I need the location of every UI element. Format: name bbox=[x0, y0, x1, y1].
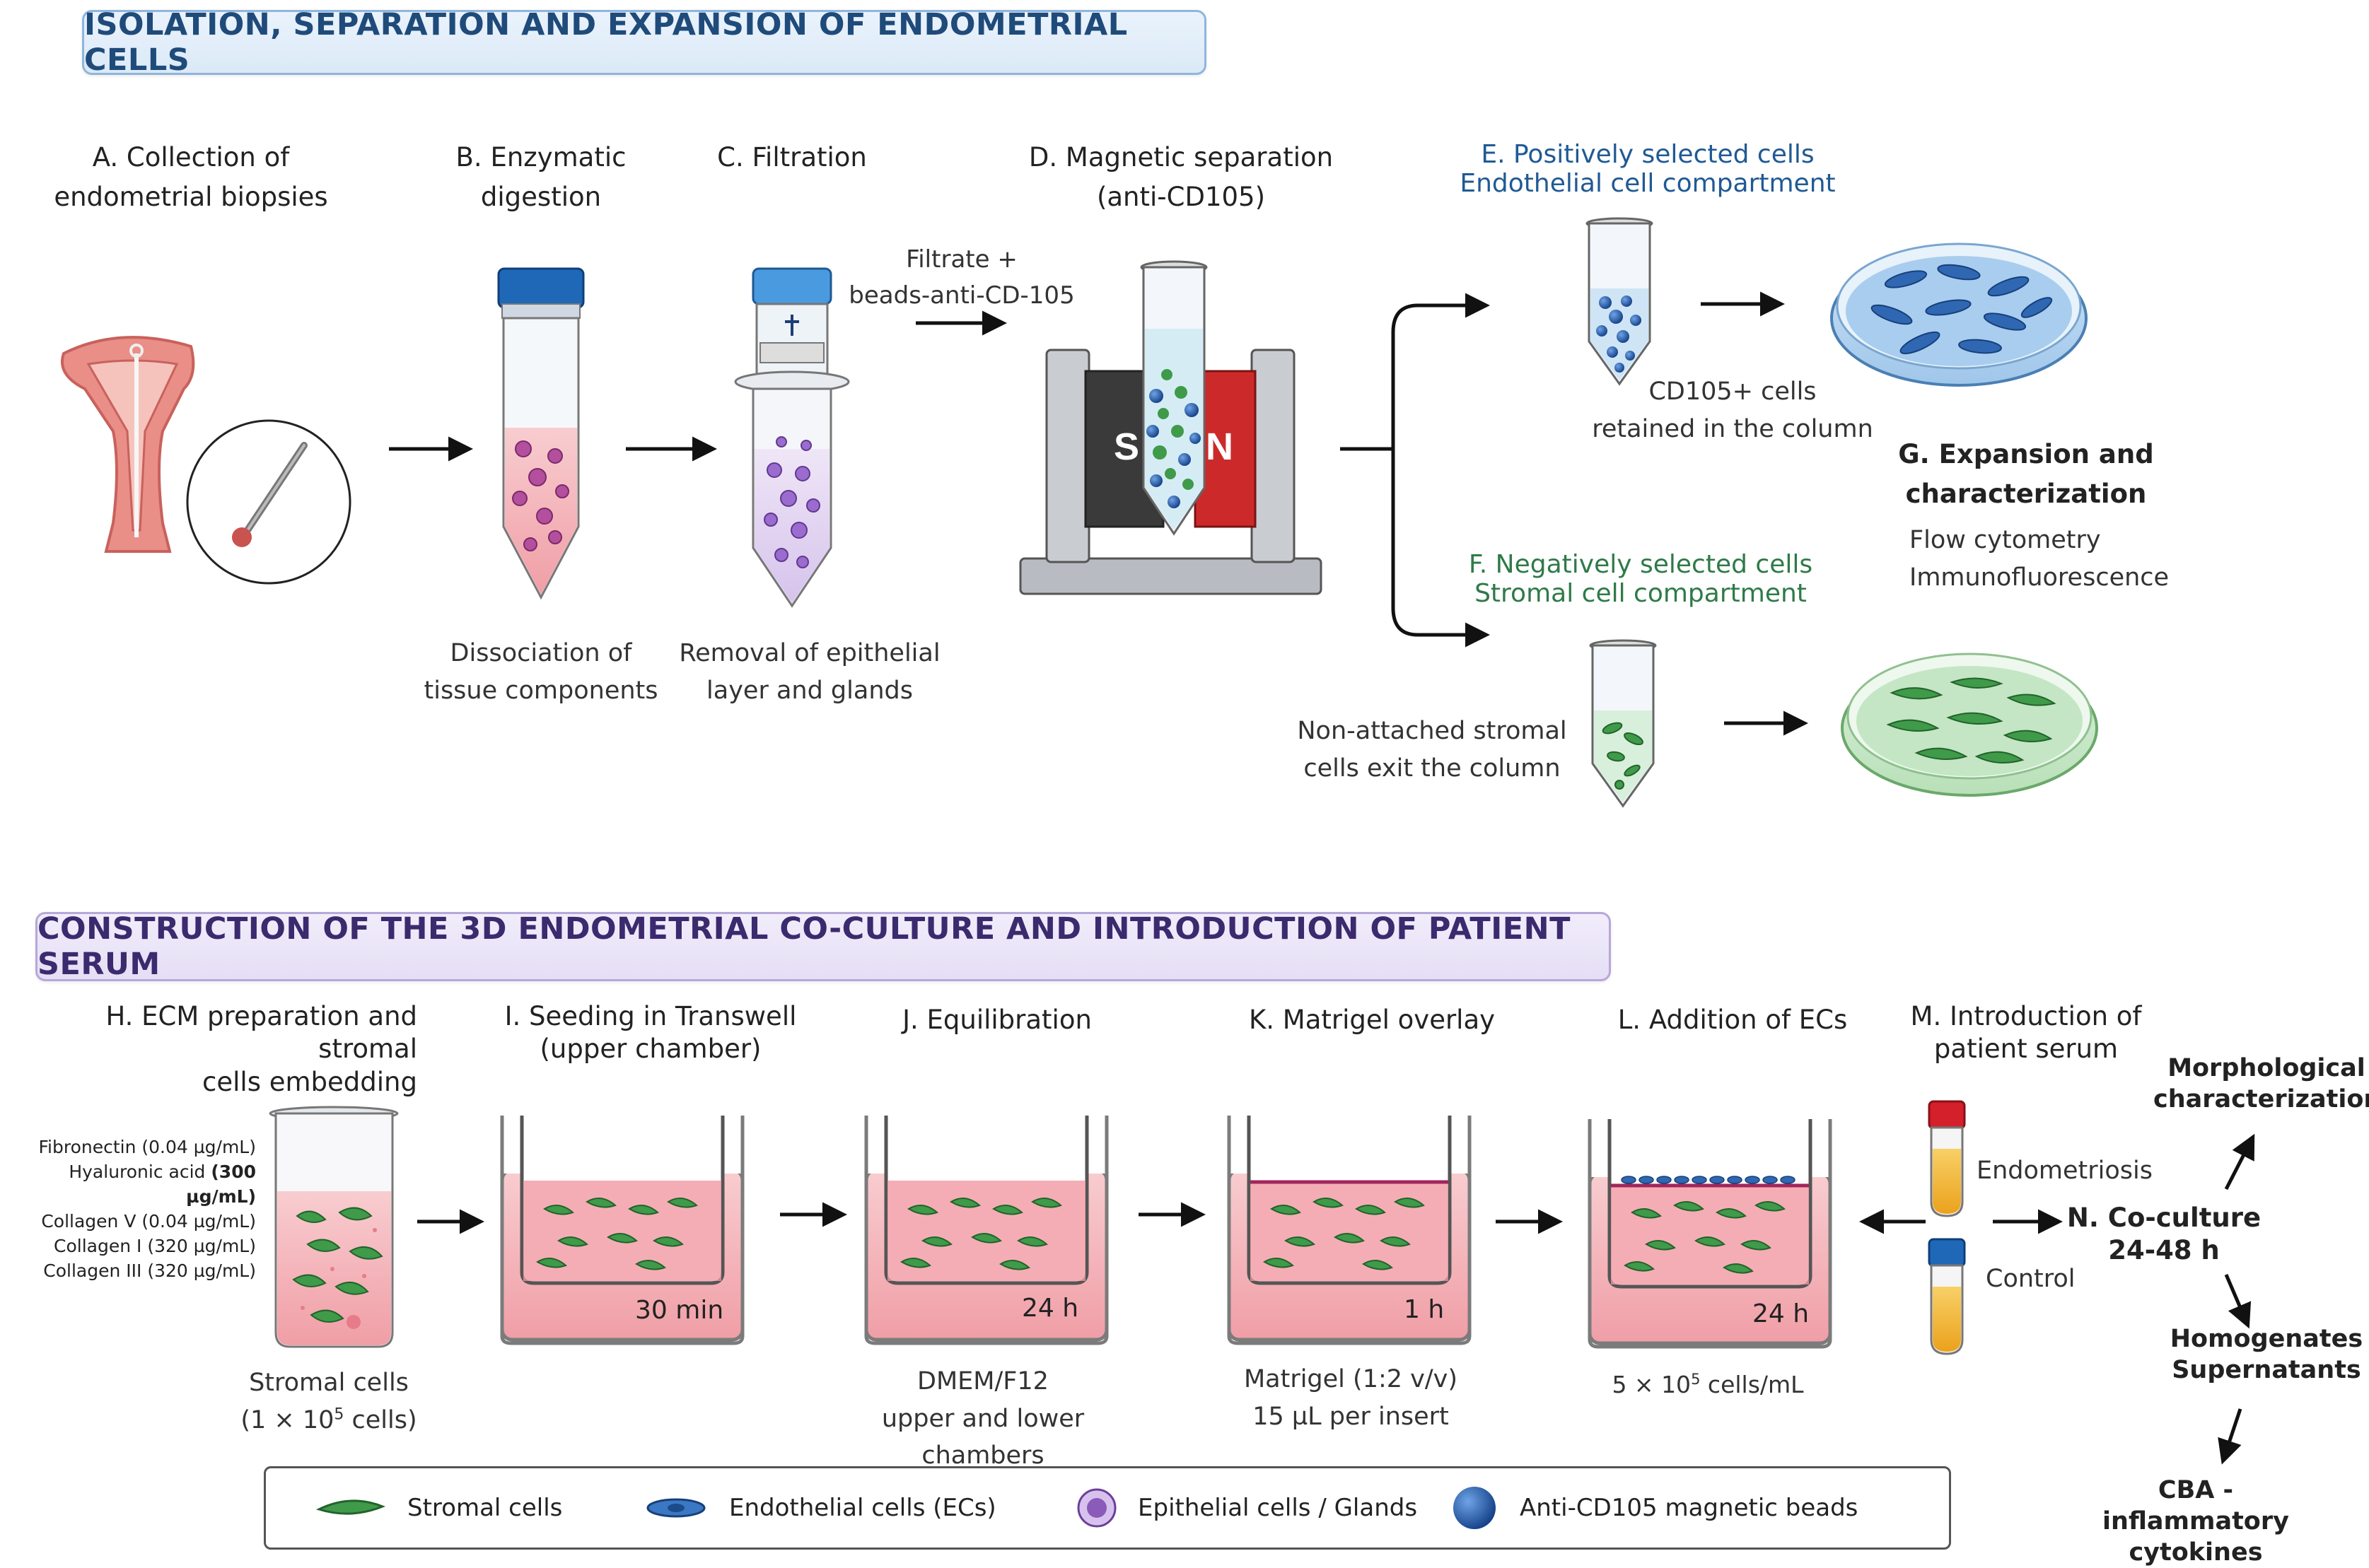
arrow-j-to-k bbox=[1139, 1202, 1206, 1227]
step-k-note: Matrigel (1:2 v/v) 15 µL per insert bbox=[1243, 1365, 1458, 1431]
endometriosis-label: Endometriosis bbox=[1977, 1157, 2153, 1185]
step-e-title: E. Positively selected cells Endothelial… bbox=[1460, 140, 1836, 199]
ecm-components-list: Fibronectin (0.04 µg/mL) Hyaluronic acid… bbox=[0, 1135, 256, 1283]
step-c-title: C. Filtration bbox=[717, 142, 867, 172]
arrow-homog-to-cba bbox=[2218, 1408, 2242, 1465]
arrow-e-to-dish bbox=[1701, 291, 1785, 317]
digestion-tube bbox=[497, 267, 585, 600]
coculture-section-banner: CONSTRUCTION OF THE 3D ENDOMETRIAL CO-CU… bbox=[35, 911, 1611, 982]
step-c-note: Removal of epithelial layer and glands bbox=[679, 639, 941, 705]
coculture-section-title: CONSTRUCTION OF THE 3D ENDOMETRIAL CO-CU… bbox=[37, 911, 1571, 982]
ecm-item-collagen-iii: Collagen III (320 µg/mL) bbox=[43, 1260, 256, 1281]
step-k-time: 1 h bbox=[1404, 1295, 1445, 1324]
ecm-item-fibronectin: Fibronectin (0.04 µg/mL) bbox=[38, 1137, 256, 1157]
step-i-title: I. Seeding in Transwell (upper chamber) bbox=[504, 1001, 797, 1065]
arrow-k-to-l bbox=[1496, 1209, 1563, 1234]
step-j-note: DMEM/F12 upper and lower chambers bbox=[881, 1367, 1085, 1470]
magnet-s-label: S bbox=[1114, 426, 1139, 468]
magnetic-separator: S N bbox=[1019, 260, 1322, 595]
step-l-title: L. Addition of ECs bbox=[1617, 1005, 1848, 1035]
control-label: Control bbox=[1986, 1265, 2076, 1293]
step-h-title: H. ECM preparation and stromal cells emb… bbox=[105, 1001, 417, 1097]
step-a-title: A. Collection of endometrial biopsies bbox=[54, 142, 328, 212]
arrow-f-to-dish bbox=[1724, 710, 1808, 736]
magnetic-bead-icon bbox=[1453, 1487, 1496, 1529]
legend-endothelial-label: Endothelial cells (ECs) bbox=[729, 1494, 996, 1522]
ecm-item-hyaluronic-acid: Hyaluronic acid (300 µg/mL) bbox=[69, 1162, 256, 1207]
endothelial-culture-dish bbox=[1830, 242, 2088, 387]
step-m-title: M. Introduction of patient serum bbox=[1910, 1001, 2142, 1065]
filtrate-label: Filtrate + beads-anti-CD-105 bbox=[849, 245, 1075, 310]
cba-output: CBA - inflammatory cytokines bbox=[2102, 1476, 2289, 1567]
magnet-n-label: N bbox=[1206, 426, 1233, 468]
morphological-output: Morphological characterization bbox=[2153, 1054, 2369, 1113]
step-d-title: D. Magnetic separation (anti-CD105) bbox=[1028, 142, 1334, 212]
legend-epithelial-label: Epithelial cells / Glands bbox=[1138, 1494, 1418, 1522]
legend: Stromal cells Endothelial cells (ECs) Ep… bbox=[264, 1466, 1951, 1550]
arrow-b-to-c bbox=[626, 436, 717, 462]
step-l-note: 5 × 105 cells/mL bbox=[1612, 1371, 1804, 1398]
step-f-note: Non-attached stromal cells exit the colu… bbox=[1297, 717, 1567, 783]
filtration-tube bbox=[734, 267, 850, 608]
negative-fraction-tube bbox=[1589, 639, 1657, 808]
epithelial-cell-icon bbox=[1077, 1488, 1117, 1528]
transwell-k bbox=[1227, 1110, 1472, 1345]
legend-beads-label: Anti-CD105 magnetic beads bbox=[1520, 1494, 1858, 1522]
arrow-n-to-homog bbox=[2224, 1274, 2252, 1329]
homogenates-output: Homogenates Supernatants bbox=[2170, 1325, 2363, 1384]
arrow-n-to-morph bbox=[2224, 1133, 2255, 1190]
step-g-note: Flow cytometry Immunofluorescence bbox=[1909, 526, 2170, 592]
ecm-tube bbox=[269, 1106, 399, 1348]
legend-stromal-label: Stromal cells bbox=[407, 1494, 563, 1522]
ecm-item-collagen-i: Collagen I (320 µg/mL) bbox=[54, 1236, 256, 1256]
step-h-note: Stromal cells (1 × 105 cells) bbox=[240, 1369, 417, 1434]
positive-fraction-tube bbox=[1585, 217, 1653, 386]
arrow-c-to-d bbox=[916, 310, 1007, 336]
arrow-serum-to-l bbox=[1859, 1209, 1926, 1234]
step-k-title: K. Matrigel overlay bbox=[1248, 1005, 1496, 1035]
stromal-cell-icon bbox=[315, 1499, 386, 1515]
arrow-a-to-b bbox=[389, 436, 473, 462]
endothelial-cell-icon bbox=[646, 1498, 706, 1518]
transwell-j bbox=[864, 1110, 1109, 1345]
control-serum-tube bbox=[1928, 1238, 1966, 1355]
step-j-time: 24 h bbox=[1022, 1294, 1079, 1323]
step-g-title: G. Expansion and characterization bbox=[1898, 439, 2154, 509]
isolation-section-title: ISOLATION, SEPARATION AND EXPANSION OF E… bbox=[84, 7, 1128, 78]
uterus-illustration bbox=[61, 336, 351, 585]
step-f-title: F. Negatively selected cells Stromal cel… bbox=[1468, 550, 1813, 609]
step-b-note: Dissociation of tissue components bbox=[424, 639, 658, 705]
stromal-culture-dish bbox=[1841, 653, 2098, 797]
ecm-item-collagen-v: Collagen V (0.04 µg/mL) bbox=[41, 1211, 256, 1231]
transwell-i bbox=[500, 1110, 745, 1345]
step-n-title: N. Co-culture 24-48 h bbox=[2066, 1203, 2262, 1266]
arrow-m-to-n bbox=[1993, 1209, 2063, 1234]
step-i-time: 30 min bbox=[635, 1296, 724, 1325]
step-l-time: 24 h bbox=[1752, 1299, 1810, 1328]
step-j-title: J. Equilibration bbox=[902, 1005, 1092, 1035]
arrow-h-to-i bbox=[417, 1209, 484, 1234]
endometriosis-serum-tube bbox=[1928, 1100, 1966, 1217]
isolation-section-banner: ISOLATION, SEPARATION AND EXPANSION OF E… bbox=[82, 7, 1206, 78]
step-b-title: B. Enzymatic digestion bbox=[455, 142, 627, 212]
transwell-l bbox=[1588, 1113, 1832, 1349]
split-arrows bbox=[1340, 293, 1490, 648]
arrow-i-to-j bbox=[780, 1202, 847, 1227]
step-e-note: CD105+ cells retained in the column bbox=[1592, 378, 1873, 443]
